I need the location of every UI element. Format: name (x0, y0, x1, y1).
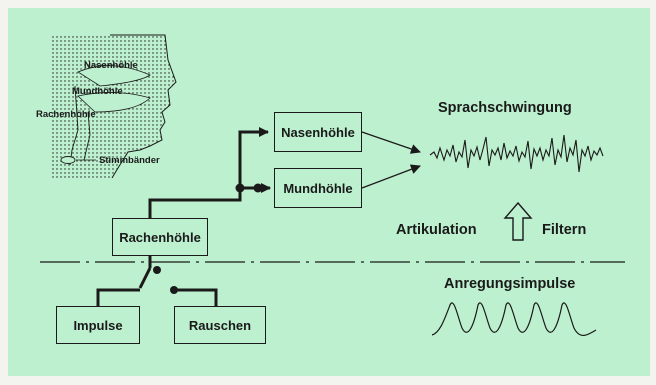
pharynx-outline-2 (83, 111, 91, 161)
up-arrow-icon (503, 201, 533, 241)
nasal-cavity-outline (77, 65, 151, 87)
branch-node-1 (235, 183, 245, 193)
anatomy-label-nasenhoehle: Nasenhöhle (84, 60, 138, 71)
branch-node-2 (253, 183, 263, 193)
box-nasenhoehle: Nasenhöhle (274, 112, 362, 152)
label-filtern: Filtern (542, 222, 587, 238)
vocal-folds-mark (60, 156, 76, 164)
vocal-tract-illustration (50, 34, 177, 179)
anatomy-label-rachenhoehle: Rachenhöhle (36, 109, 96, 120)
signal-paths (96, 127, 271, 306)
switch-contact-top (153, 266, 161, 274)
label-anregungsimpulse: Anregungsimpulse (444, 276, 576, 292)
box-rauschen: Rauschen (174, 306, 266, 344)
anatomy-label-stimmbaender: Stimmbänder (99, 155, 160, 166)
anatomy-label-mundhoehle: Mundhöhle (72, 86, 123, 97)
excitation-waveform (431, 302, 597, 336)
arrow-nasal-to-speech (361, 131, 421, 154)
switch-contact-right (170, 286, 178, 294)
label-sprachschwingung: Sprachschwingung (438, 100, 572, 116)
box-mundhoehle: Mundhöhle (274, 168, 362, 208)
oral-cavity-outline (77, 92, 151, 113)
box-impulse: Impulse (56, 306, 140, 344)
box-rachenhoehle: Rachenhöhle (112, 218, 208, 256)
head-profile-line (110, 34, 177, 179)
label-artikulation: Artikulation (396, 222, 477, 238)
speech-waveform (429, 134, 604, 173)
arrow-oral-to-speech (361, 164, 421, 189)
